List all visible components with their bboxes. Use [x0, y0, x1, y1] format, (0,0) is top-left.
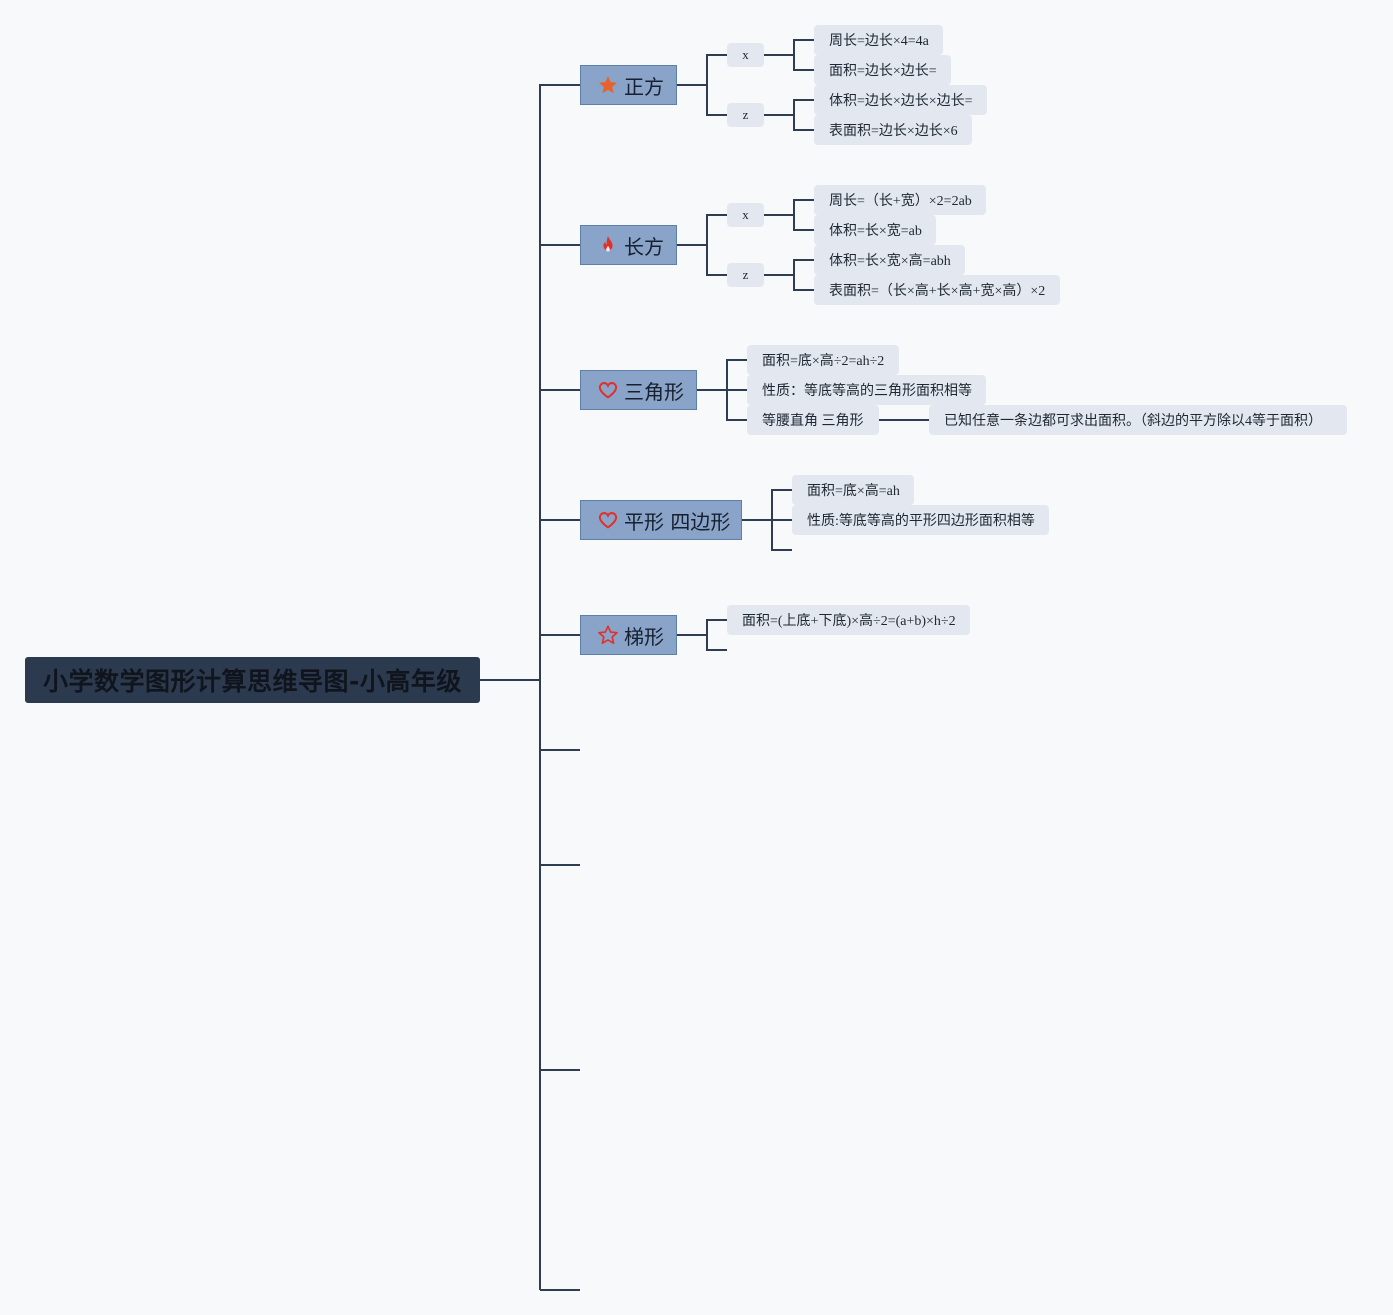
leaf-formula[interactable]: 性质:等底等高的平形四边形面积相等 — [792, 505, 1049, 535]
subtopic-z[interactable]: z — [727, 263, 764, 287]
fire-icon — [597, 234, 619, 256]
leaf-formula[interactable]: 周长=边长×4=4a — [814, 25, 943, 55]
root-title: 小学数学图形计算思维导图-小高年级 — [43, 667, 462, 696]
leaf-formula[interactable]: 面积=底×高÷2=ah÷2 — [747, 345, 899, 375]
subtopic-x[interactable]: x — [727, 43, 764, 67]
topic-square[interactable]: 正方 — [580, 65, 677, 105]
topic-label: 长方 — [624, 234, 664, 259]
leaf-formula[interactable]: 面积=底×高=ah — [792, 475, 914, 505]
heart-outline-icon — [597, 379, 619, 401]
topic-trapezoid[interactable]: 梯形 — [580, 615, 677, 655]
leaf-formula[interactable]: 表面积=（长×高+长×高+宽×高）×2 — [814, 275, 1060, 305]
leaf-formula[interactable]: 性质：等底等高的三角形面积相等 — [747, 375, 986, 405]
topic-label: 平形 四边形 — [624, 509, 731, 534]
leaf-formula[interactable]: 面积=边长×边长= — [814, 55, 951, 85]
leaf-note[interactable]: 已知任意一条边都可求出面积。（斜边的平方除以4等于面积） — [929, 405, 1347, 435]
star-filled-icon — [597, 74, 619, 96]
leaf-formula[interactable]: 体积=长×宽=ab — [814, 215, 936, 245]
leaf-formula[interactable]: 体积=边长×边长×边长= — [814, 85, 987, 115]
topic-label: 三角形 — [624, 379, 684, 404]
topic-label: 梯形 — [624, 624, 664, 649]
leaf-formula[interactable]: 等腰直角 三角形 — [747, 405, 879, 435]
subtopic-z[interactable]: z — [727, 103, 764, 127]
leaf-formula[interactable]: 周长=（长+宽）×2=2ab — [814, 185, 986, 215]
subtopic-x[interactable]: x — [727, 203, 764, 227]
topic-rectangle[interactable]: 长方 — [580, 225, 677, 265]
topic-triangle[interactable]: 三角形 — [580, 370, 697, 410]
leaf-formula[interactable]: 体积=长×宽×高=abh — [814, 245, 965, 275]
heart-outline-icon — [597, 509, 619, 531]
leaf-formula[interactable]: 面积=(上底+下底)×高÷2=(a+b)×h÷2 — [727, 605, 970, 635]
leaf-formula[interactable]: 表面积=边长×边长×6 — [814, 115, 972, 145]
star-outline-icon — [597, 624, 619, 646]
topic-label: 正方 — [624, 74, 664, 99]
topic-parallelogram[interactable]: 平形 四边形 — [580, 500, 742, 540]
root-topic[interactable]: 小学数学图形计算思维导图-小高年级 — [25, 657, 480, 703]
